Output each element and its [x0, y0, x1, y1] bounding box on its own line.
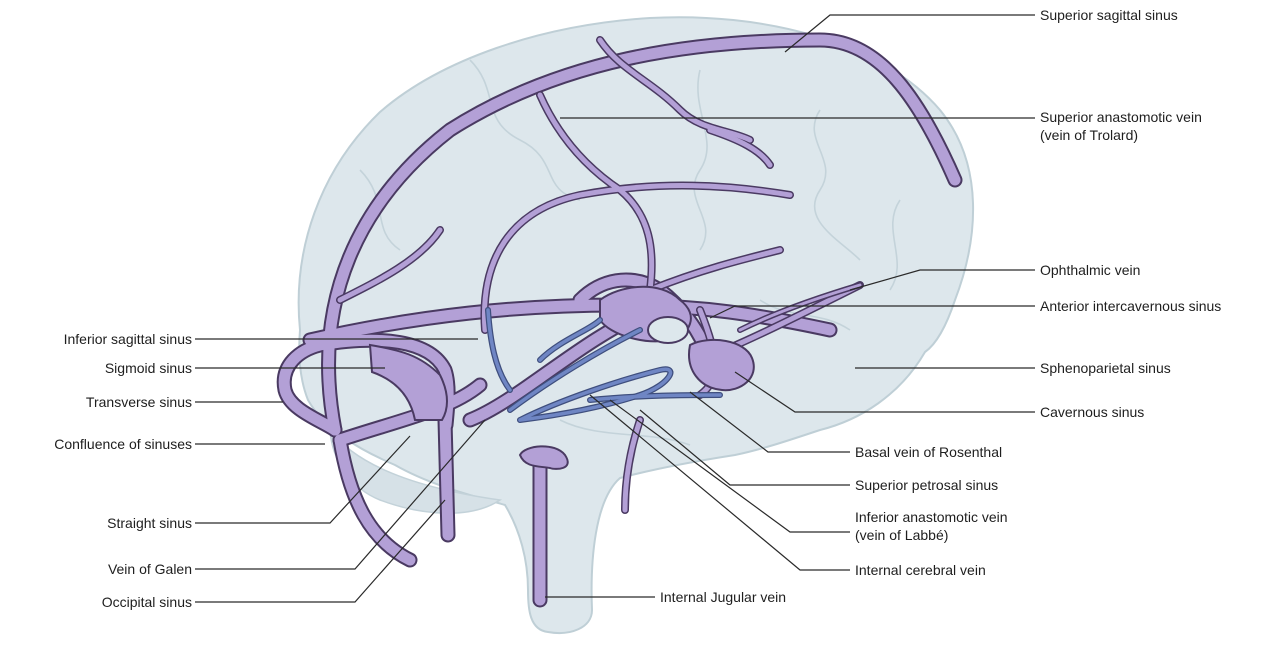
label-vein-of-labbe: (vein of Labbé) [855, 527, 948, 544]
label-straight-sinus: Straight sinus [107, 515, 192, 531]
label-sigmoid-sinus: Sigmoid sinus [105, 360, 192, 376]
label-vein-of-trolard: (vein of Trolard) [1040, 127, 1138, 144]
label-occipital-sinus: Occipital sinus [102, 594, 192, 610]
label-internal-cerebral-vein: Internal cerebral vein [855, 562, 986, 578]
label-anterior-intercavernous-sinus: Anterior intercavernous sinus [1040, 298, 1221, 314]
label-superior-anastomotic-vein: Superior anastomotic vein [1040, 109, 1202, 126]
label-internal-jugular-vein: Internal Jugular vein [660, 589, 786, 605]
label-superior-sagittal-sinus: Superior sagittal sinus [1040, 7, 1178, 23]
label-confluence-of-sinuses: Confluence of sinuses [54, 436, 192, 452]
label-sphenoparietal-sinus: Sphenoparietal sinus [1040, 360, 1171, 376]
label-inferior-sagittal-sinus: Inferior sagittal sinus [64, 331, 192, 347]
label-cavernous-sinus: Cavernous sinus [1040, 404, 1144, 420]
label-vein-of-galen: Vein of Galen [108, 561, 192, 577]
label-inferior-anastomotic-vein: Inferior anastomotic vein [855, 509, 1008, 526]
label-transverse-sinus: Transverse sinus [86, 394, 192, 410]
label-superior-petrosal-sinus: Superior petrosal sinus [855, 477, 998, 493]
label-ophthalmic-vein: Ophthalmic vein [1040, 262, 1140, 278]
label-basal-vein-of-rosenthal: Basal vein of Rosenthal [855, 444, 1002, 460]
